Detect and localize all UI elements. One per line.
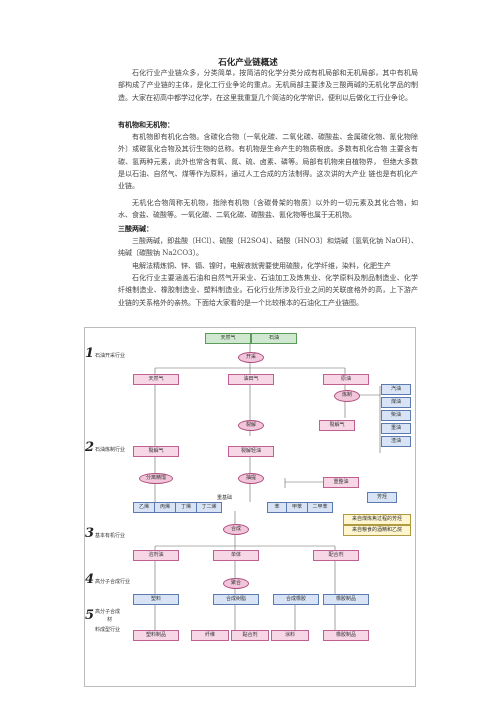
raw-oilfield-gas: 油田气 — [228, 374, 274, 385]
intro-paragraph: 石化行业产业链众多，分类简单，按简洁的化学分类分成有机局部和无机局部，其中有机局… — [118, 69, 418, 102]
level-4-number: 4 — [85, 572, 95, 587]
final-coating: 涂料 — [271, 630, 309, 641]
final-plastic-products: 塑料制品 — [133, 630, 179, 641]
product-kerosene: 煤油 — [381, 397, 411, 408]
organic-paragraph: 有机物即有机化合物。含碳化合物〔一氧化碳、二氧化碳、碳酸盐、金属碳化物、氰化物除… — [118, 133, 418, 191]
level-5-label-b: 材 — [107, 617, 113, 623]
reformate-oil: 重整油 — [323, 477, 359, 488]
final-fiber: 纤维 — [191, 630, 229, 641]
product-heavy-oil: 重油 — [381, 423, 411, 434]
product-gasoline: 汽油 — [381, 384, 411, 395]
process-extraction: 开采 — [238, 352, 264, 363]
source-natural-gas: 天然气 — [205, 333, 251, 344]
process-polymerization: 聚合 — [223, 578, 249, 589]
industry-paragraph: 石化行业主要涵盖石油和自然气开采业、石油加工及炼焦业、化学原料及制品制造业、化学… — [118, 274, 418, 307]
level-1-number: 1 — [85, 346, 95, 361]
solvent-oil: 溶剂油 — [133, 550, 179, 561]
doc-title: 石化产业链概述 — [218, 58, 278, 68]
final-adhesive: 黏合剂 — [231, 630, 269, 641]
base-ethylene: 乙烯 — [133, 502, 155, 513]
level-1-label: 石油开采行业 — [95, 353, 126, 359]
level-2-number: 2 — [85, 440, 95, 455]
level-4-label: 高分子合成行业 — [95, 579, 131, 585]
compounding-agent: 配合剂 — [313, 550, 359, 561]
cracked-gas-right: 裂解气 — [319, 420, 355, 431]
monomer: 单体 — [213, 550, 259, 561]
polymer-resin: 合成树脂 — [213, 594, 259, 605]
base-propylene: 丙烯 — [154, 502, 176, 513]
base-xylene: 二甲苯 — [307, 502, 333, 513]
petrochemical-chain-diagram: 1 石油开采行业 2 石油炼制行业 3 基本有机行业 4 高分子合成行业 5 高… — [84, 327, 416, 687]
inorganic-paragraph: 无机化合物简称无机物，指除有机物〔含碳骨架的物质〕以外的一切元素及其化合物，如水… — [118, 199, 418, 220]
side-coal-aromatics: 来自煤炼焦过程的芳烃 — [343, 514, 411, 525]
level-3-number: 3 — [85, 526, 95, 541]
base-toluene: 甲苯 — [286, 502, 308, 513]
raw-crude-oil: 原油 — [323, 374, 369, 385]
source-oil: 石油 — [251, 333, 297, 344]
base-label: 重基础 — [217, 495, 233, 501]
raw-natural-gas: 天然气 — [133, 374, 179, 385]
level-3-label: 基本有机行业 — [95, 533, 126, 539]
base-benzene: 苯 — [267, 502, 287, 513]
base-butadiene: 丁二烯 — [196, 502, 222, 513]
process-cracking: 裂解 — [238, 420, 264, 431]
product-diesel: 柴油 — [381, 410, 411, 421]
level-5-number: 5 — [85, 608, 95, 623]
cracked-gas-box: 裂解气 — [133, 446, 179, 457]
acids-paragraph: 三酸两碱，即盐酸〔HCl〕、硫酸〔H2SO4〕、硝酸〔HNO3〕和烧碱〔氢氧化钠… — [118, 237, 418, 258]
base-butylene: 丁烯 — [175, 502, 197, 513]
diagram-connectors — [154, 343, 381, 630]
side-grain-alcohol: 来自粮食的酒精和乙烷 — [343, 525, 411, 536]
heading-organic: 有机物和无机物： — [118, 120, 174, 129]
process-refining: 炼制 — [334, 390, 360, 402]
process-synthesis: 合成 — [223, 524, 249, 535]
polymer-rubber-products: 橡胶制品 — [323, 594, 369, 605]
electrolysis-paragraph: 电解法精炼铜、锌、镉、镍时，电解液就需要使用硫酸，化学纤维，染料，化肥生产 — [132, 262, 391, 270]
level-5-label-a: 高分子合成 — [95, 609, 121, 615]
process-extraction-aromatic: 抽提 — [238, 473, 264, 484]
level-5-label-c: 料成型行业 — [95, 627, 121, 633]
polymer-synthetic-rubber: 合成橡胶 — [273, 594, 319, 605]
product-residue: 渣油 — [381, 436, 411, 447]
heading-acids: 三酸两碱： — [118, 224, 153, 233]
cracked-light-oil: 裂解轻油 — [228, 446, 274, 457]
polymer-plastic: 塑料 — [133, 594, 179, 605]
level-2-label: 石油炼制行业 — [95, 447, 126, 453]
final-rubber-products: 橡胶制品 — [323, 630, 369, 641]
process-separation: 分离精馏 — [139, 473, 173, 484]
aromatic-box: 芳烃 — [367, 492, 397, 503]
